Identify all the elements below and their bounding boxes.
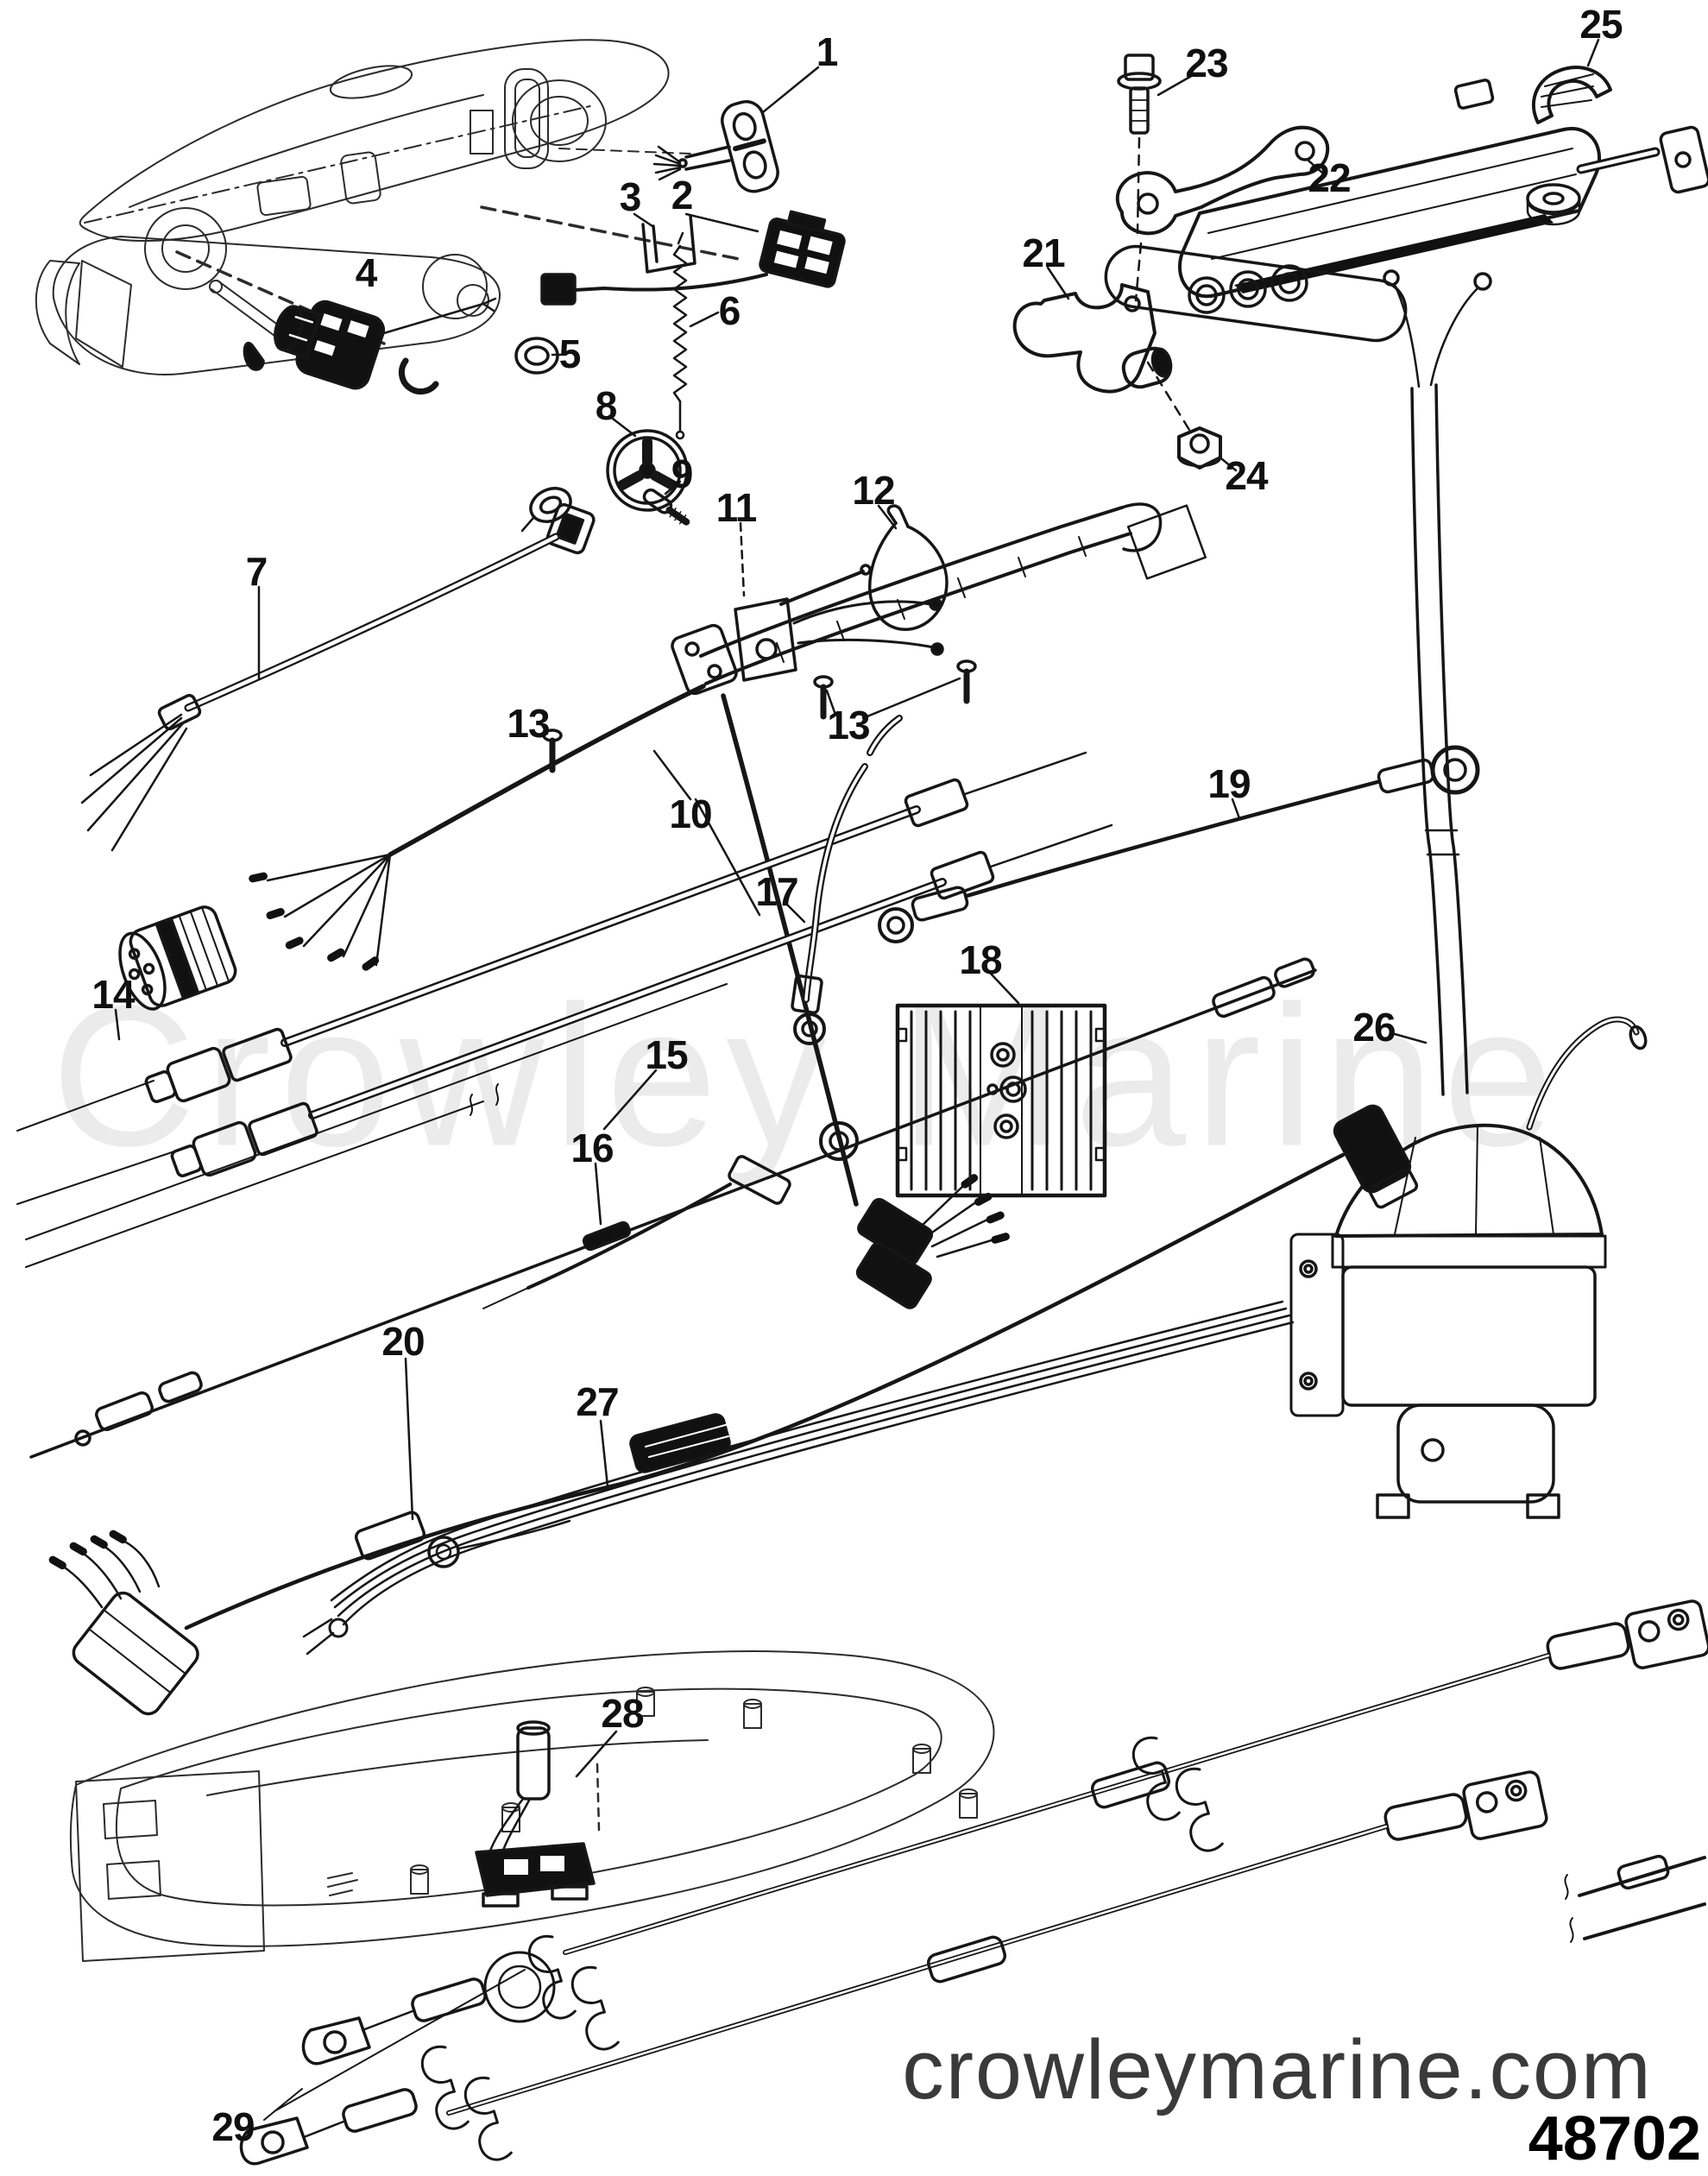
callout-22: 22 bbox=[1308, 155, 1351, 200]
part-14-hose bbox=[144, 751, 1087, 1103]
callout-27: 27 bbox=[576, 1379, 619, 1424]
callout-6: 6 bbox=[718, 288, 741, 333]
part-17-tube bbox=[791, 715, 903, 1045]
callout-9: 9 bbox=[671, 451, 694, 496]
part-3-bracket bbox=[641, 214, 696, 274]
callout-13: 13 bbox=[827, 703, 870, 747]
part-steering-cylinder bbox=[1104, 79, 1708, 343]
callout-11: 11 bbox=[715, 485, 758, 530]
callout-28: 28 bbox=[601, 1691, 644, 1736]
callout-13: 13 bbox=[507, 701, 550, 746]
callout-23: 23 bbox=[1185, 41, 1228, 85]
callout-3: 3 bbox=[619, 174, 642, 219]
part-29-steering-cables bbox=[239, 1599, 1708, 2166]
callout-26: 26 bbox=[1352, 1005, 1396, 1050]
part-6-spring bbox=[672, 231, 688, 440]
ghost-lower-cowl bbox=[69, 1650, 995, 1962]
part-13-screws bbox=[542, 659, 977, 773]
callout-7: 7 bbox=[245, 549, 268, 594]
callout-25: 25 bbox=[1579, 2, 1623, 47]
callout-2: 2 bbox=[671, 173, 694, 218]
callout-1: 1 bbox=[816, 29, 839, 74]
part-11-lever bbox=[734, 564, 944, 682]
part-5-washer bbox=[514, 337, 559, 375]
callout-12: 12 bbox=[852, 468, 895, 513]
callout-8: 8 bbox=[595, 383, 618, 428]
footer-site-text: crowleymarine.com bbox=[902, 2022, 1653, 2116]
callout-18: 18 bbox=[959, 937, 1002, 982]
part-26-pump-reservoir bbox=[1289, 269, 1648, 1519]
part-1-key bbox=[652, 100, 779, 193]
ghost-engine-outline bbox=[35, 39, 741, 375]
callout-20: 20 bbox=[381, 1319, 425, 1364]
part-21-clevis bbox=[1012, 283, 1173, 394]
part-28-sensor bbox=[475, 1720, 596, 1908]
callout-17: 17 bbox=[755, 869, 798, 914]
part-9-screw bbox=[642, 488, 690, 526]
part-8-grommet bbox=[520, 429, 689, 533]
leader-lines bbox=[114, 38, 1600, 2121]
part-23-bolt bbox=[1117, 54, 1191, 432]
part-10-harness bbox=[118, 502, 1207, 1309]
callout-21: 21 bbox=[1022, 230, 1065, 275]
callout-14: 14 bbox=[91, 972, 135, 1017]
part-7-cable bbox=[80, 502, 596, 852]
part-15-hose bbox=[16, 823, 1113, 1268]
callout-5: 5 bbox=[558, 331, 582, 376]
part-22-steering-arm bbox=[1115, 125, 1581, 236]
part-4-keyswitch bbox=[243, 297, 497, 395]
drawing-number: 48702 bbox=[1528, 2104, 1701, 2173]
part-27-wire-bundle bbox=[302, 1300, 1295, 1656]
callout-15: 15 bbox=[645, 1032, 688, 1077]
part-18-module bbox=[895, 1003, 1107, 1198]
callout-10: 10 bbox=[669, 792, 712, 836]
part-19-battery-cable bbox=[878, 745, 1480, 943]
part-2-switch bbox=[540, 210, 846, 306]
callout-16: 16 bbox=[570, 1126, 614, 1170]
part-12-cable-tie bbox=[868, 504, 949, 631]
callout-19: 19 bbox=[1207, 761, 1251, 806]
part-24-nut bbox=[1177, 426, 1222, 470]
callout-29: 29 bbox=[211, 2104, 255, 2149]
callout-24: 24 bbox=[1225, 453, 1268, 498]
part-25-clip bbox=[1531, 66, 1612, 124]
part-20-harness-cable bbox=[46, 1104, 1419, 1716]
callout-4: 4 bbox=[355, 250, 378, 295]
